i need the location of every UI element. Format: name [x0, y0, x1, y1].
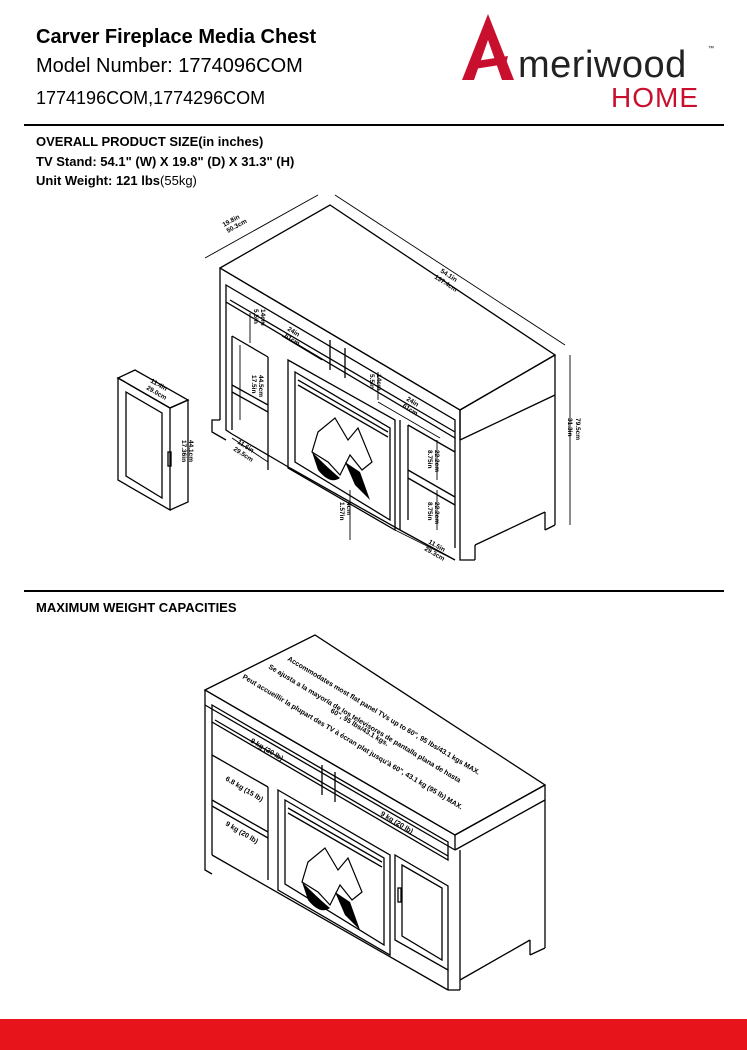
dimension-diagram: 19.8in 50.3cm 54.1in 137.4cm 31.3in 79.5…: [116, 194, 581, 563]
upper2-shelf-height-cm-label: 14cm: [375, 374, 382, 391]
capacity-diagram: Accommodates most flat panel TVs up to 6…: [203, 634, 547, 991]
height-in-label: 31.3in: [566, 418, 573, 436]
logo-wordmark: meriwood: [518, 44, 687, 86]
tv-stand-value: 54.1" (W) X 19.8" (D) X 31.3" (H): [100, 154, 295, 169]
unit-weight-kg: (55kg): [160, 173, 197, 188]
floor-clearance-in-label: 1.57in: [338, 502, 345, 520]
side-shelf-height-cm-label: 44.5cm: [257, 375, 264, 397]
tv-stand-label: TV Stand:: [36, 154, 97, 169]
overall-size-heading: OVERALL PRODUCT SIZE(in inches): [36, 134, 264, 149]
upper-shelf-height-in-label: 5.5in: [252, 309, 259, 324]
model-number: Model Number: 1774096COM: [36, 55, 303, 77]
side-shelf-1-capacity: 6.8 kg (15 lb): [224, 776, 264, 804]
capacities-heading: MAXIMUM WEIGHT CAPACITIES: [36, 600, 237, 615]
ameriwood-a-logo-icon: [462, 14, 514, 80]
right-top-shelf-in-label: 8.75in: [426, 450, 433, 468]
right-top-shelf-cm-label: 22.2cm: [433, 450, 440, 472]
logo-trademark: ™: [708, 46, 714, 52]
right-bottom-shelf-cm-label: 22.2cm: [433, 502, 440, 524]
upper-shelf-height-cm-label: 14cm: [259, 309, 266, 326]
logo-home: HOME: [611, 82, 699, 113]
header-divider: [24, 124, 724, 126]
alt-model-numbers: 1774196COM,1774296COM: [36, 88, 266, 108]
top-capacity-es: Se ajusta a la mayoría de los televisore…: [267, 664, 462, 785]
unit-weight-label: Unit Weight:: [36, 173, 113, 188]
unit-weight-value: 121 lbs: [115, 173, 161, 188]
shelf-upper-left-capacity: 9 kg (20 lb): [249, 738, 284, 763]
door-height-in-label: 17.36in: [180, 440, 187, 462]
unit-weight: Unit Weight: 121 lbs(55kg): [36, 173, 197, 188]
side-shelf-height-in-label: 17.5in: [250, 375, 257, 393]
upper2-shelf-height-in-label: 5.5in: [368, 374, 375, 389]
door-height-cm-label: 44.1cm: [187, 440, 194, 462]
floor-clearance-cm-label: 4cm: [345, 502, 352, 515]
product-name: Carver Fireplace Media Chest: [36, 26, 317, 48]
footer-red-bar: [0, 1019, 747, 1050]
section-divider: [24, 590, 724, 592]
right-bottom-shelf-in-label: 8.75in: [426, 502, 433, 520]
tv-stand-size: TV Stand: 54.1" (W) X 19.8" (D) X 31.3" …: [36, 154, 294, 169]
height-cm-label: 79.5cm: [574, 418, 581, 440]
